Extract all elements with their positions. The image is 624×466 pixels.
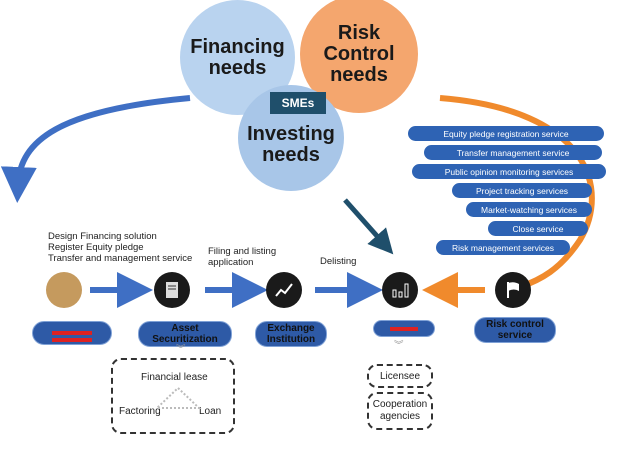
exchange-institution-label: Exchange Institution <box>255 321 327 347</box>
trend-chart-icon <box>266 272 302 308</box>
flag-icon <box>495 272 531 308</box>
cooperation-agencies-box: Cooperation agencies <box>367 392 433 430</box>
chevron-down-icon: ︾ <box>394 340 404 351</box>
triangle-arrows <box>154 386 202 409</box>
note: Register Equity pledge <box>48 242 144 253</box>
enterprise-icon <box>46 272 82 308</box>
service-item[interactable]: Market-watching services <box>466 202 592 217</box>
financial-lease: Financial lease <box>141 372 208 383</box>
note: Transfer and management service <box>48 253 193 264</box>
investing-needs-circle: Investing needs <box>238 85 344 191</box>
risk-label: Risk Control needs <box>323 21 395 86</box>
obscured-label-pill <box>32 321 112 345</box>
financing-label: Financing needs <box>190 35 285 79</box>
obscured-label-pill <box>373 320 435 337</box>
bar-chart-icon <box>382 272 418 308</box>
chevron-down-icon: ︾ <box>176 344 186 355</box>
asset-securitization-label: Asset Securitization <box>138 321 232 347</box>
service-item[interactable]: Risk management services <box>436 240 570 255</box>
service-item[interactable]: Transfer management service <box>424 145 602 160</box>
loan: Loan <box>199 406 222 417</box>
factoring: Factoring <box>119 406 161 417</box>
service-item[interactable]: Public opinion monitoring services <box>412 164 606 179</box>
service-item[interactable]: Equity pledge registration service <box>408 126 604 141</box>
step1-notes: Design Financing solution Register Equit… <box>48 231 192 264</box>
step3-note: Delisting <box>320 256 357 267</box>
note: Design Financing solution <box>48 231 157 242</box>
document-icon <box>154 272 190 308</box>
service-item[interactable]: Close service <box>488 221 588 236</box>
step2-note: Filing and listing application <box>208 246 277 268</box>
risk-control-service-label: Risk control service <box>474 317 556 343</box>
licensee-box: Licensee <box>367 364 433 388</box>
service-item[interactable]: Project tracking services <box>452 183 592 198</box>
risk-control-needs-circle: Risk Control needs <box>300 0 418 113</box>
smes-badge: SMEs <box>270 92 326 114</box>
financing-methods-box: Financial lease Factoring Loan <box>111 358 235 434</box>
investing-label: Investing needs <box>247 123 335 166</box>
